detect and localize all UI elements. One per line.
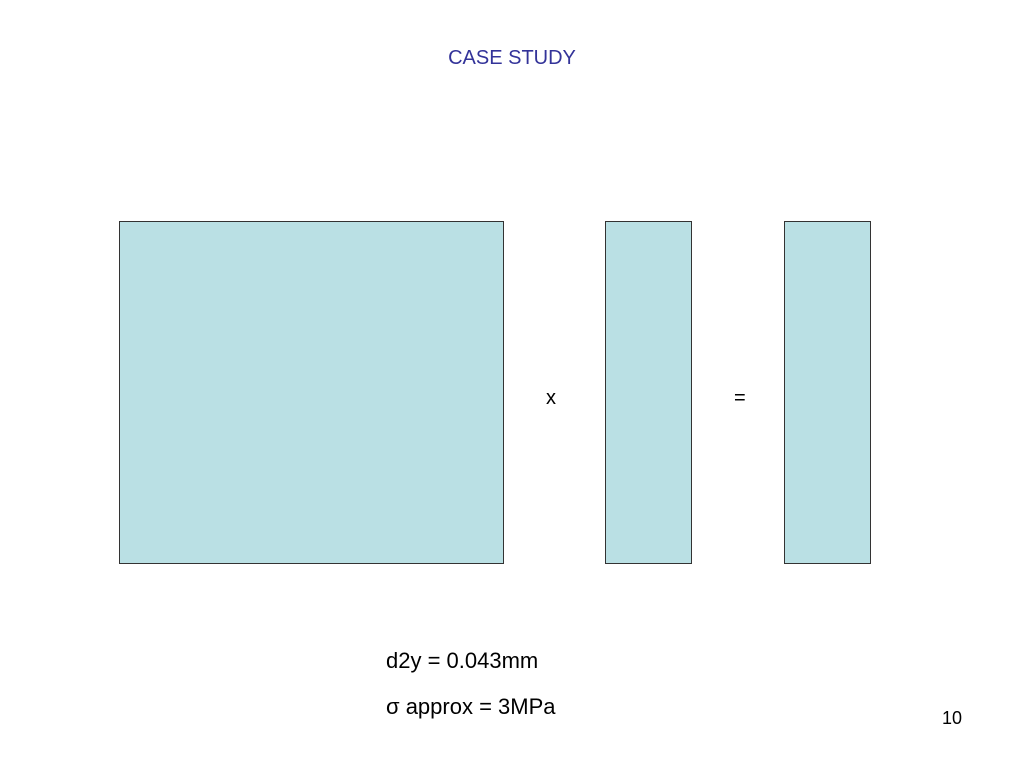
page-number: 10 [941, 708, 962, 728]
equals-operator: = [734, 387, 746, 409]
vector-box-unknown [605, 221, 692, 564]
multiply-operator: x [546, 387, 556, 409]
matrix-box [119, 221, 504, 564]
vector-box-result [784, 221, 871, 564]
stress-result: σ approx = 3MPa [386, 694, 556, 719]
slide-title: CASE STUDY [448, 47, 576, 69]
deflection-result: d2y = 0.043mm [386, 648, 539, 673]
